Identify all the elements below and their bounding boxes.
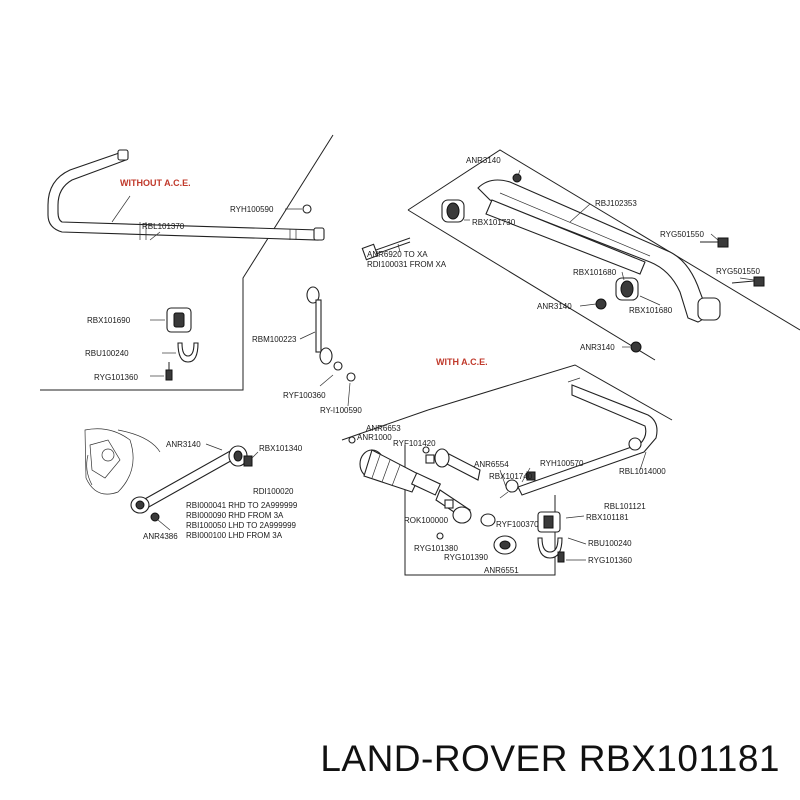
label-anr6551: ANR6551 bbox=[484, 566, 519, 575]
label-ryh100590-mid: RY-I100590 bbox=[320, 406, 362, 415]
label-rbl1014000: RBL1014000 bbox=[619, 467, 666, 476]
label-rbx101680-a: RBX101680 bbox=[573, 268, 617, 277]
link-rbm100223 bbox=[299, 286, 356, 407]
label-ryg101360-left: RYG101360 bbox=[94, 373, 138, 382]
label-anr6554: ANR6554 bbox=[474, 460, 509, 469]
label-anr6653: ANR6653 bbox=[366, 424, 401, 433]
label-rbi-line-3: RBI100050 LHD TO 2A999999 bbox=[186, 521, 297, 530]
label-anr3140-top: ANR3140 bbox=[466, 156, 501, 165]
label-anr3140-low: ANR3140 bbox=[166, 440, 201, 449]
label-rdi100020: RDI100020 bbox=[253, 487, 294, 496]
nut-ryh100590 bbox=[285, 204, 312, 214]
label-anr1000: ANR1000 bbox=[357, 433, 392, 442]
label-rbu100240-right: RBU100240 bbox=[588, 539, 632, 548]
label-ryf101420: RYF101420 bbox=[393, 439, 436, 448]
label-rbx101730: RBX101730 bbox=[472, 218, 516, 227]
label-rbl101121: RBL101121 bbox=[604, 502, 646, 511]
label-rbi-line-2: RBI000090 RHD FROM 3A bbox=[186, 511, 284, 520]
section-separators bbox=[40, 134, 800, 576]
label-rbi-line-1: RBI000041 RHD TO 2A999999 bbox=[186, 501, 298, 510]
label-anr4386: ANR4386 bbox=[143, 532, 178, 541]
label-rbx101690: RBX101690 bbox=[87, 316, 131, 325]
label-rbm100223: RBM100223 bbox=[252, 335, 297, 344]
label-rbj102353: RBJ102353 bbox=[595, 199, 637, 208]
label-ryg501550-a: RYG501550 bbox=[660, 230, 704, 239]
label-rbu100240-left: RBU100240 bbox=[85, 349, 129, 358]
label-ryh100590-top: RYH100590 bbox=[230, 205, 274, 214]
label-anr3140-right: ANR3140 bbox=[580, 343, 615, 352]
label-rbi-line-4: RBI000100 LHD FROM 3A bbox=[186, 531, 283, 540]
actuator-assembly-ace bbox=[348, 436, 536, 555]
label-ryf100360: RYF100360 bbox=[283, 391, 326, 400]
bolt-ryg101360-left bbox=[150, 362, 173, 381]
anti-roll-bar-without-ace bbox=[47, 149, 325, 241]
label-ryg101380: RYG101380 bbox=[414, 544, 458, 553]
label-ryg101360-right: RYG101360 bbox=[588, 556, 632, 565]
label-rbx101181: RBX101181 bbox=[586, 513, 629, 522]
part-caption: LAND-ROVER RBX101181 bbox=[320, 738, 780, 779]
heading-with-ace: WITH A.C.E. bbox=[436, 357, 488, 367]
label-rbl101370: RBL101370 bbox=[142, 222, 185, 231]
label-ryg101390: RYG101390 bbox=[444, 553, 488, 562]
bolt-anr6920 bbox=[361, 237, 411, 261]
anti-roll-bar-with-ace bbox=[499, 377, 658, 563]
lower-arm-rbj102353 bbox=[441, 169, 765, 353]
label-ryh100570: RYH100570 bbox=[540, 459, 584, 468]
label-rbx101680-b: RBX101680 bbox=[629, 306, 673, 315]
part-labels: WITHOUT A.C.E. WITH A.C.E. RYH100590 RBL… bbox=[85, 156, 760, 575]
bush-rbx101690 bbox=[150, 307, 192, 333]
label-anr3140-mid: ANR3140 bbox=[537, 302, 572, 311]
label-ryg501550-b: RYG501550 bbox=[716, 267, 760, 276]
label-rbx101340: RBX101340 bbox=[259, 444, 303, 453]
label-rdi100031: RDI100031 FROM XA bbox=[367, 260, 447, 269]
heading-without-ace: WITHOUT A.C.E. bbox=[120, 178, 191, 188]
clamp-rbu100240 bbox=[162, 342, 199, 363]
label-anr6920: ANR6920 TO XA bbox=[367, 250, 428, 259]
trailing-link-lower-left bbox=[84, 428, 259, 531]
label-rok100000: ROK100000 bbox=[404, 516, 449, 525]
label-rbx101740: RBX101740 bbox=[489, 472, 533, 481]
label-ryf100370: RYF100370 bbox=[496, 520, 539, 529]
